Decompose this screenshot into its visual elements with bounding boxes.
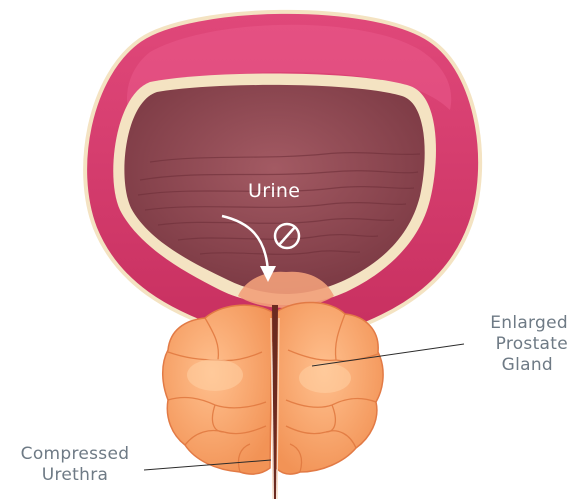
enlarged-prostate-line-3: Gland — [502, 355, 553, 375]
enlarged-prostate-line-2: Prostate — [496, 334, 568, 354]
compressed-urethra-line-1: Compressed — [21, 444, 130, 464]
compressed-urethra-label: Compressed Urethra — [21, 444, 130, 485]
enlarged-prostate-line-1: Enlarged — [490, 313, 568, 333]
prostate-highlight-right — [299, 363, 351, 393]
enlarged-prostate-label: Enlarged Prostate Gland — [490, 313, 568, 375]
bladder — [85, 12, 480, 345]
prostate-highlight-left — [187, 359, 243, 391]
compressed-urethra-line-2: Urethra — [42, 465, 108, 485]
urine-label: Urine — [248, 180, 300, 202]
